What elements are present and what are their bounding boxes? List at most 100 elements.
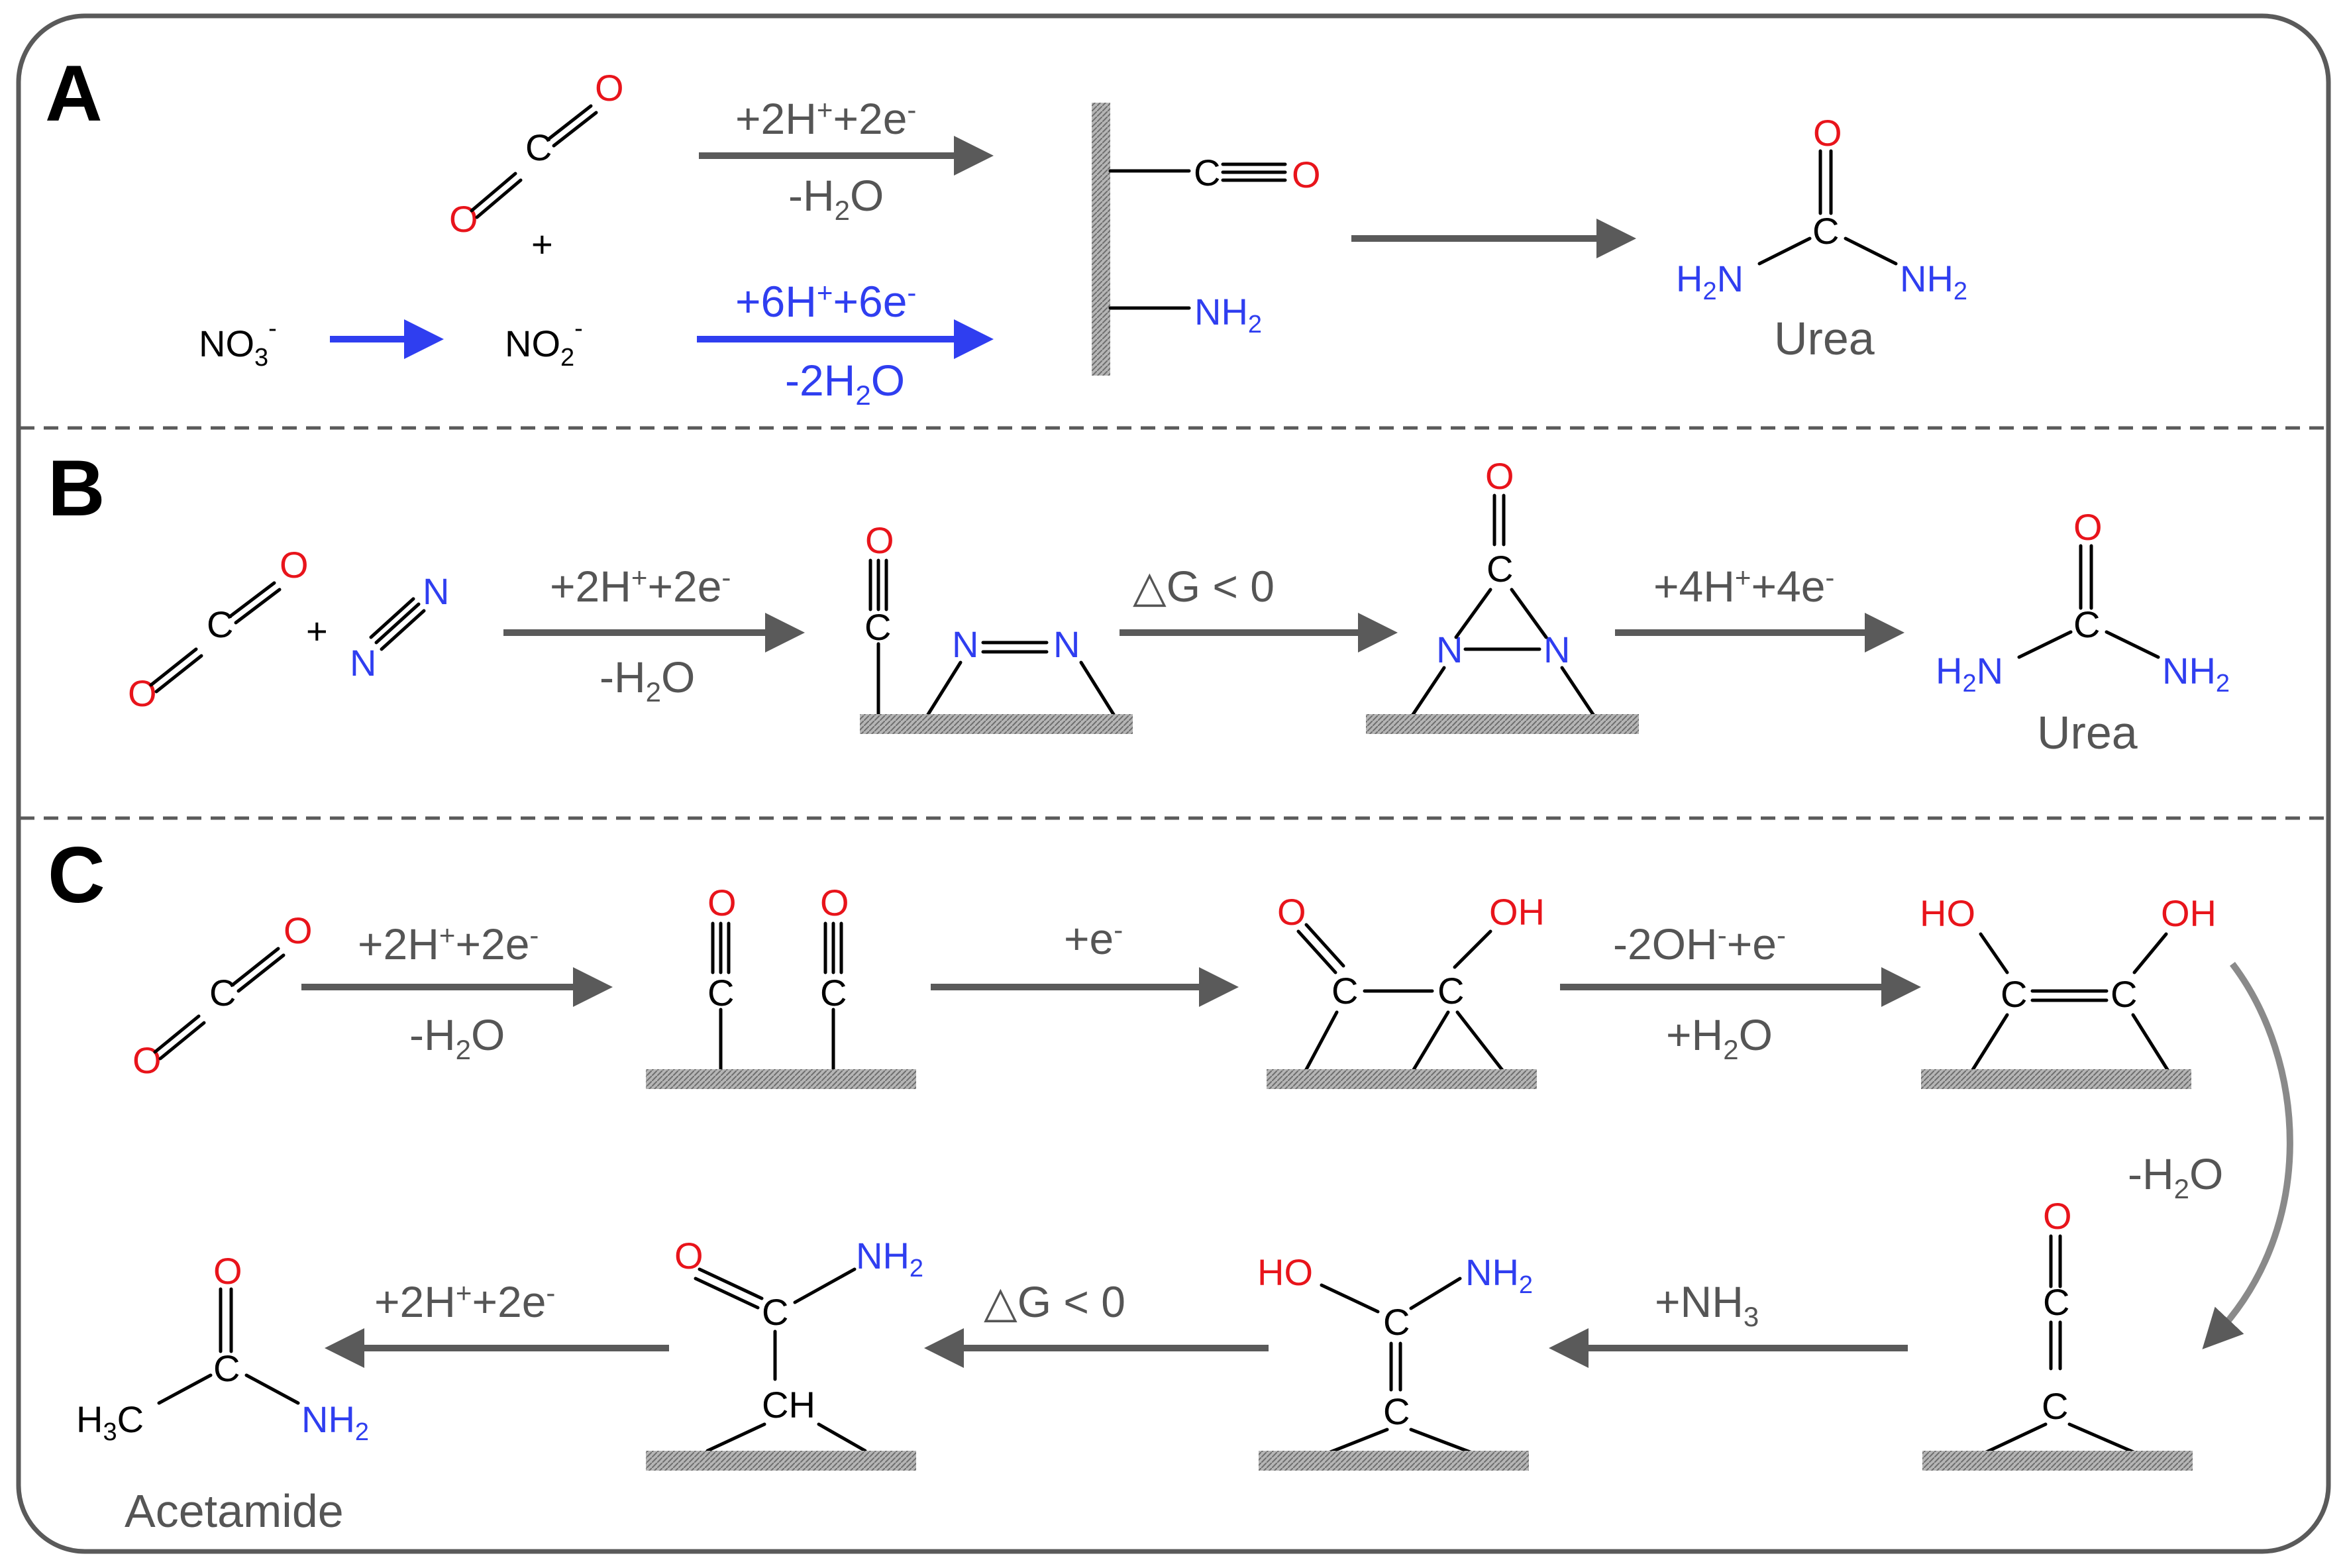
catalyst-surface <box>1922 1451 2193 1471</box>
atom-c: C <box>707 972 734 1014</box>
intermediate-enamine: HO NH2 C C <box>1257 1251 1533 1471</box>
atom-c: C <box>762 1291 788 1333</box>
product-label-acetamide: Acetamide <box>125 1485 344 1537</box>
panel-b: O C O + N N +2H++2e- -H2O O C N N △G < <box>128 455 2230 758</box>
hydroxyl: HO <box>1920 892 1975 934</box>
atom-c: C <box>1194 152 1220 193</box>
curved-arrow-dehydration <box>2202 961 2293 1349</box>
atom-c: C <box>209 972 236 1014</box>
condition-a-blue: +6H++6e- <box>735 277 916 326</box>
amine-left: H2N <box>1676 258 1744 305</box>
atom-n: N <box>952 623 978 665</box>
condition-c-3: -2OH-+e- <box>1613 919 1786 968</box>
catalyst-surface <box>1092 103 1110 376</box>
amine-group: NH2 <box>1465 1251 1533 1299</box>
atom-o: O <box>707 882 737 923</box>
hydroxyl: HO <box>1257 1251 1313 1293</box>
catalyst-surface <box>646 1069 916 1089</box>
acetamide-molecule: O C H3C NH2 <box>76 1250 369 1446</box>
catalyst-surface <box>646 1451 916 1471</box>
co2-molecule-c: O C O <box>132 910 313 1081</box>
intermediate-cyclic: O C N N <box>1366 455 1639 734</box>
atom-c: C <box>1383 1390 1410 1432</box>
nitrate-formula: NO3- <box>199 315 277 372</box>
intermediate-enediol: HO OH C C <box>1920 892 2217 1089</box>
panel-c: O C O +2H++2e- -H2O O C O C +e- O C <box>76 882 2293 1537</box>
nitrite-ion: NO2- <box>505 315 583 372</box>
product-label-urea-b: Urea <box>2037 707 2138 758</box>
catalyst-surface <box>860 714 1133 734</box>
methyl-group: H3C <box>76 1398 144 1446</box>
intermediate-co-coh: O C C OH <box>1267 891 1545 1089</box>
catalyst-surface <box>1267 1069 1537 1089</box>
co2-molecule-a: O C O <box>449 67 624 240</box>
atom-o: O <box>128 672 157 714</box>
condition-b-1: +2H++2e- <box>550 562 731 611</box>
hydroxyl: OH <box>1489 891 1545 933</box>
product-label-urea-a: Urea <box>1774 313 1875 364</box>
outer-frame <box>16 13 2331 1554</box>
atom-c: C <box>213 1347 240 1389</box>
atom-c: C <box>864 606 891 648</box>
atom-o: O <box>213 1250 242 1292</box>
co2-molecule-b: O C O <box>128 544 309 714</box>
condition-c-4: -H2O <box>2128 1149 2223 1204</box>
plus-sign: + <box>531 223 553 265</box>
atom-n: N <box>1053 623 1080 665</box>
amine-right: NH2 <box>1900 258 1967 305</box>
atom-o: O <box>2043 1195 2072 1237</box>
catalyst-surface <box>1259 1451 1529 1471</box>
panel-label-a: A <box>45 49 103 138</box>
hydroxyl: OH <box>2161 892 2217 934</box>
condition-c-1-water: -H2O <box>409 1010 505 1065</box>
atom-c: C <box>525 127 552 168</box>
nitrite-formula: NO2- <box>505 315 583 372</box>
intermediate-amide: O C NH2 CH <box>646 1235 923 1471</box>
condition-a-top-water: -H2O <box>788 171 884 226</box>
condition-b-1-water: -H2O <box>600 653 695 707</box>
panel-label-c: C <box>48 831 105 919</box>
intermediate-ketene: O C C <box>1922 1195 2193 1471</box>
amine-group: NH2 <box>1194 291 1262 339</box>
condition-c-2: +e- <box>1064 914 1123 963</box>
atom-c: C <box>2001 973 2027 1015</box>
condition-c-5: +NH3 <box>1655 1277 1759 1332</box>
atom-c: C <box>1486 548 1513 590</box>
catalyst-surface <box>1366 714 1639 734</box>
atom-c: C <box>2043 1281 2069 1323</box>
plus-sign: + <box>306 610 328 652</box>
atom-c: C <box>1437 970 1464 1012</box>
condition-c-1: +2H++2e- <box>358 919 539 968</box>
condition-c-6: △G < 0 <box>984 1277 1125 1326</box>
atom-o: O <box>449 198 478 240</box>
urea-molecule-a: O C H2N NH2 <box>1676 112 1967 305</box>
atom-n: N <box>350 642 376 684</box>
condition-b-2: △G < 0 <box>1133 562 1275 611</box>
intermediate-two-co: O C O C <box>646 882 916 1089</box>
atom-o: O <box>2073 506 2103 548</box>
atom-n: N <box>1543 629 1570 670</box>
atom-n: N <box>423 570 449 612</box>
atom-o: O <box>280 544 309 586</box>
panel-a: O C O + NO3- NO2- +2H++2e- -H2O +6H++6e-… <box>199 67 1967 411</box>
n2-molecule: N N <box>350 570 449 684</box>
catalyst-surface <box>1921 1069 2191 1089</box>
atom-o: O <box>284 910 313 951</box>
condition-b-3: +4H++4e- <box>1653 562 1834 611</box>
atom-c: C <box>820 972 847 1014</box>
atom-o: O <box>595 67 624 109</box>
atom-c: C <box>2073 603 2100 645</box>
panel-label-b: B <box>48 444 105 533</box>
condition-a-blue-water: -2H2O <box>785 356 905 411</box>
atom-o: O <box>865 519 894 561</box>
atom-c: C <box>1812 210 1839 252</box>
atom-c: C <box>1331 970 1358 1012</box>
atom-o: O <box>1485 455 1514 497</box>
urea-molecule-b: O C H2N NH2 <box>1936 506 2230 698</box>
ch-group: CH <box>762 1384 815 1426</box>
atom-c: C <box>1383 1301 1410 1343</box>
atom-c: C <box>2111 973 2137 1015</box>
condition-a-top: +2H++2e- <box>735 94 916 143</box>
atom-o: O <box>132 1039 162 1081</box>
